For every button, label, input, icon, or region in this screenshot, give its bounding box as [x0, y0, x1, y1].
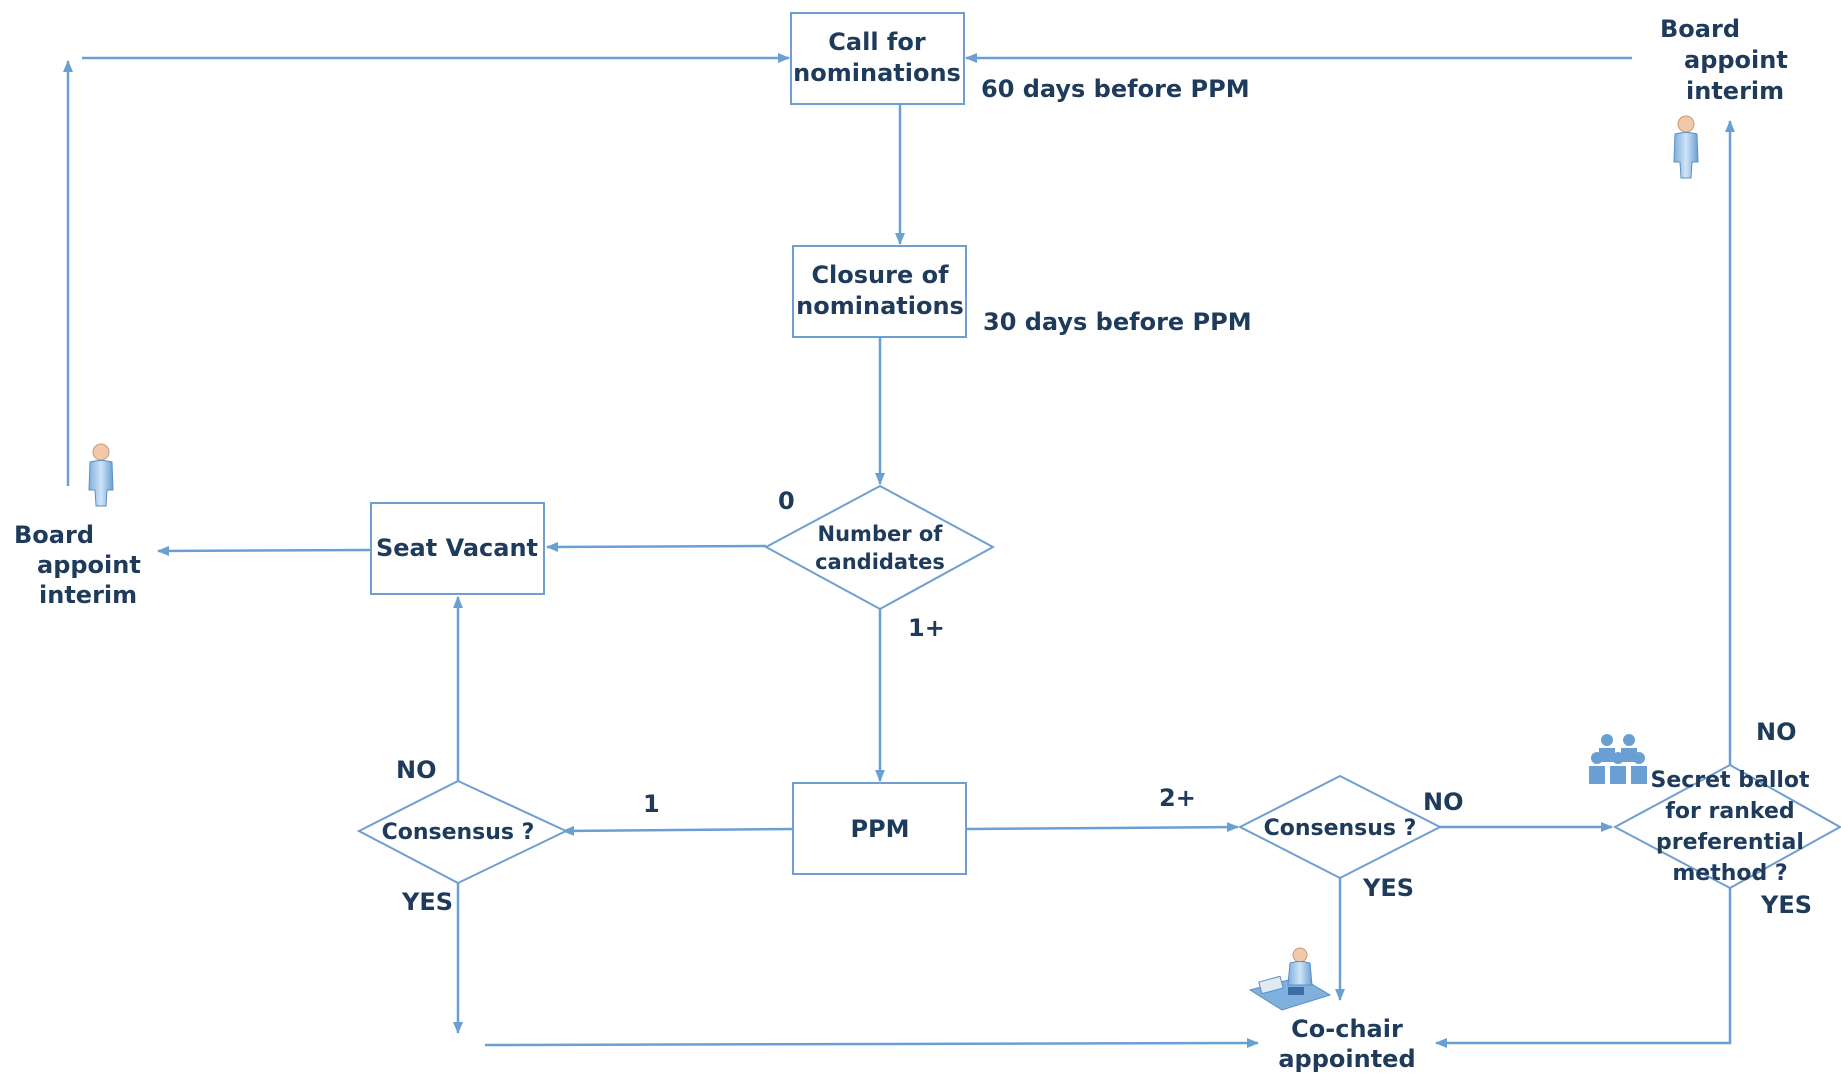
edge-seat-vacant-to-board-left: [157, 545, 372, 556]
board-right-line1: Board: [1660, 15, 1740, 43]
edge-number-to-seat-vacant: [546, 541, 767, 552]
cochair-line1: Co-chair: [1291, 1015, 1403, 1043]
consensus-left-label: Consensus ?: [382, 820, 535, 845]
edge-ppm-to-consensus-left: [562, 825, 794, 836]
label-yes-ballot: YES: [1760, 891, 1812, 919]
seat-vacant-label: Seat Vacant: [376, 534, 538, 562]
label-30-days: 30 days before PPM: [983, 308, 1252, 336]
node-closure-of-nominations: Closure of nominations: [792, 245, 967, 338]
person-icon: [88, 443, 114, 507]
ballot-line3: preferential: [1656, 830, 1804, 855]
node-call-for-nominations: Call for nominations: [790, 12, 965, 105]
consensus-right-label: Consensus ?: [1264, 816, 1417, 841]
node-secret-ballot: Secret ballot for ranked preferential me…: [1612, 763, 1841, 890]
label-yes-left: YES: [401, 888, 453, 916]
node-board-left: Board appoint interim: [14, 521, 141, 609]
label-60-days: 60 days before PPM: [981, 75, 1250, 103]
label-no-ballot: NO: [1756, 718, 1797, 746]
cochair-line2: appointed: [1278, 1045, 1415, 1073]
edge-bottom-to-cochair: [484, 1038, 1259, 1049]
number-line1: Number of: [818, 522, 944, 546]
number-line2: candidates: [815, 550, 945, 574]
node-ppm: PPM: [792, 782, 967, 875]
person-icon: [1673, 115, 1699, 179]
node-board-right: Board appoint interim: [1660, 15, 1788, 105]
ballot-line2: for ranked: [1665, 799, 1794, 824]
label-yes-right: YES: [1362, 874, 1414, 902]
closure-line2: nominations: [796, 292, 964, 320]
group-icon: [1589, 734, 1647, 784]
call-line2: nominations: [793, 59, 961, 87]
node-number-of-candidates: Number of candidates: [763, 484, 996, 611]
label-no-left: NO: [396, 756, 437, 784]
board-left-line1: Board: [14, 521, 94, 549]
office-worker-icon: [1248, 947, 1332, 1011]
call-line1: Call for: [828, 28, 926, 56]
label-no-right: NO: [1423, 788, 1464, 816]
node-seat-vacant: Seat Vacant: [370, 502, 545, 595]
board-right-line3: interim: [1686, 77, 1784, 105]
node-consensus-right: Consensus ?: [1237, 774, 1443, 880]
board-right-line2: appoint: [1684, 46, 1788, 74]
ppm-label: PPM: [850, 815, 909, 843]
edge-ppm-to-consensus-right: [966, 822, 1239, 833]
closure-line1: Closure of: [811, 261, 949, 289]
board-left-line3: interim: [39, 581, 137, 609]
label-one-plus: 1+: [908, 614, 945, 642]
edges: [63, 53, 1735, 1049]
label-two-plus: 2+: [1159, 784, 1196, 812]
ballot-line4: method ?: [1672, 861, 1787, 886]
node-consensus-left: Consensus ?: [356, 779, 569, 885]
label-zero: 0: [778, 487, 795, 515]
ballot-line1: Secret ballot: [1650, 768, 1810, 793]
label-one: 1: [643, 790, 660, 818]
node-cochair-appointed: Co-chair appointed: [1278, 1015, 1415, 1073]
board-left-line2: appoint: [37, 551, 141, 579]
edge-ballot-to-cochair: [1435, 888, 1732, 1048]
